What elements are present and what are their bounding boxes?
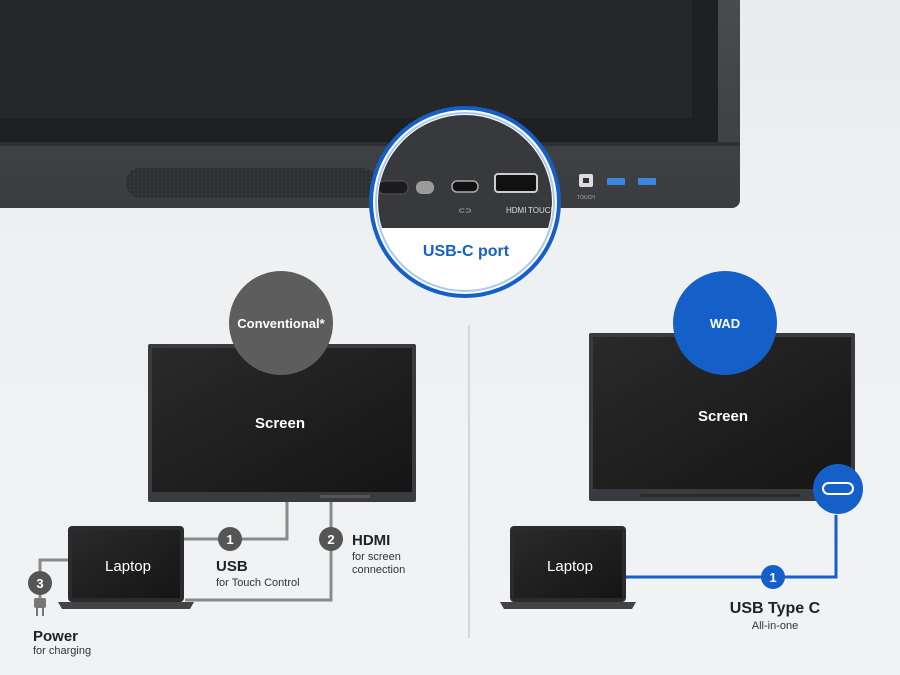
power-plug-icon	[34, 598, 46, 608]
port-label-touch: TOUCH	[577, 195, 595, 201]
wad-badge-label: WAD	[710, 316, 740, 331]
hdmi-label: HDMI	[352, 532, 390, 549]
usb-c-port-label: USB-C port	[423, 243, 510, 260]
port-label-hdmi: HDMI	[506, 206, 526, 215]
usb-c-connector-icon	[813, 464, 863, 514]
conventional-badge-label: Conventional*	[237, 316, 325, 331]
top-display: TOUCH	[0, 0, 740, 208]
wad-step-number-1: 1	[769, 570, 776, 585]
hdmi-sublabel-line2: connection	[352, 564, 405, 576]
wad-badge	[673, 271, 777, 375]
wad-screen-label: Screen	[698, 408, 748, 425]
port-label-hdmi-number: TOUCH	[528, 206, 557, 215]
step-number-1: 1	[226, 532, 233, 547]
conventional-laptop-label: Laptop	[105, 558, 151, 575]
power-sublabel: for charging	[33, 645, 91, 657]
step-number-2: 2	[327, 532, 334, 547]
hdmi-port-icon	[494, 173, 538, 193]
hdmi-sublabel-line1: for screen	[352, 551, 401, 563]
conventional-screen-label: Screen	[255, 415, 305, 432]
wad-laptop-label: Laptop	[547, 558, 593, 575]
usb-c-port-icon	[451, 180, 479, 193]
step-number-3: 3	[36, 576, 43, 591]
usb-sublabel: for Touch Control	[216, 577, 300, 589]
usb-a-port-icon	[607, 178, 625, 185]
usb-a-port-icon	[638, 178, 656, 185]
usb-type-c-sublabel: All-in-one	[752, 620, 798, 632]
usb-type-c-label: USB Type C	[730, 600, 821, 617]
wad-setup: Screen WAD Laptop 1 USB Type C All-in-on…	[500, 271, 863, 632]
speaker-grill	[126, 168, 376, 198]
conventional-setup: Screen Conventional* Laptop 1 2 3 USB fo…	[28, 271, 416, 657]
conventional-badge	[229, 271, 333, 375]
usb-c-cable	[626, 515, 838, 579]
usb-c-zoom-callout: ⊂⊃ HDMI TOUCH TOUCH USB-C port	[369, 106, 561, 298]
power-label: Power	[33, 628, 78, 645]
usb-label: USB	[216, 558, 248, 575]
usb-c-symbol-icon: ⊂⊃	[458, 206, 471, 215]
